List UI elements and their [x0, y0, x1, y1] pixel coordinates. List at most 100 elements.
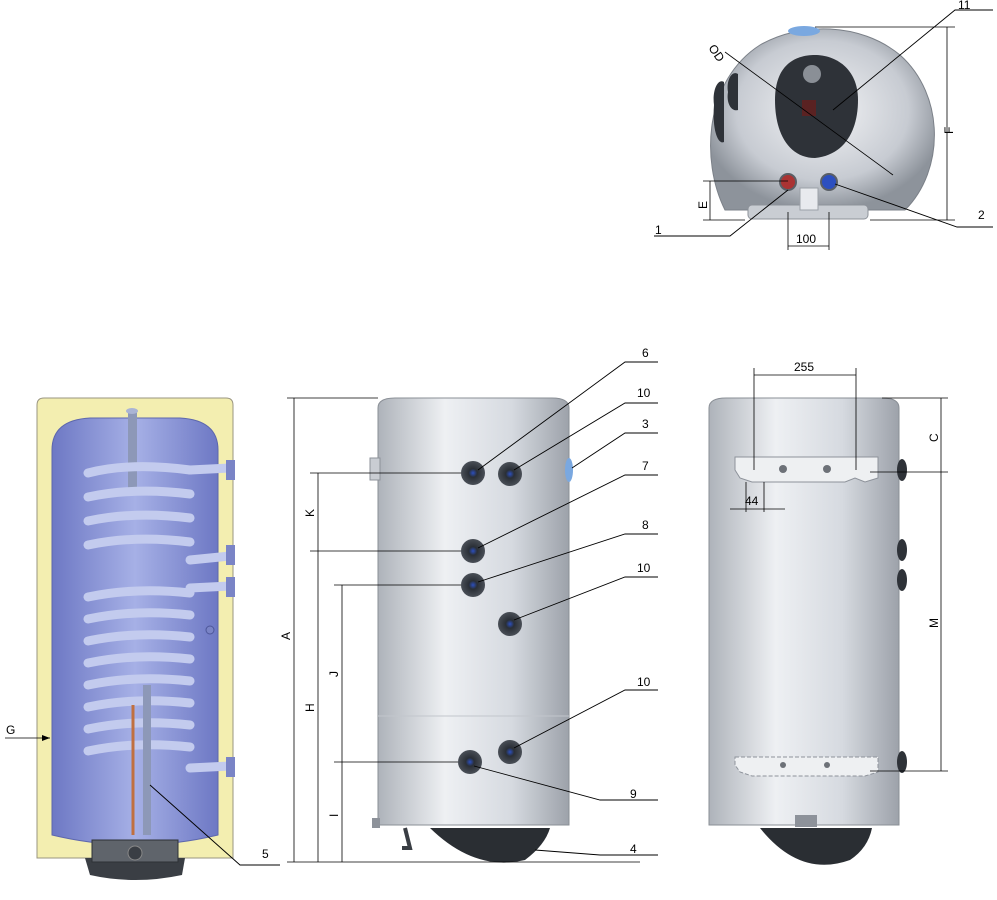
dim-e: E — [696, 201, 710, 209]
callout-11: 11 — [958, 0, 971, 12]
cutaway-view: G 5 — [5, 397, 280, 880]
immersion-tube-top — [128, 410, 137, 490]
top-view-thermostat — [802, 100, 816, 116]
g-arrow — [42, 735, 50, 741]
port-10-lower — [498, 740, 522, 764]
rear-side-port — [897, 751, 907, 773]
lower-wall-bracket — [734, 756, 879, 777]
port-9 — [458, 750, 482, 774]
dim-44: 44 — [745, 494, 759, 508]
callout-1: 1 — [655, 223, 662, 237]
coil-turn — [83, 586, 195, 602]
top-view-top-port — [788, 26, 820, 36]
coil-inlet-pipe — [185, 581, 235, 593]
upper-wall-bracket — [734, 456, 879, 483]
port-6 — [461, 461, 485, 485]
callout-4-leader — [534, 849, 658, 856]
bottom-cap — [430, 828, 550, 863]
port-stub — [226, 757, 235, 777]
dim-k: K — [303, 509, 317, 517]
callout-10c-leader — [513, 689, 658, 749]
callout-7: 7 — [642, 459, 649, 473]
dim-h: H — [303, 703, 317, 712]
side-bracket — [369, 457, 381, 481]
coil-turn — [83, 674, 195, 690]
callout-10b-leader — [513, 576, 658, 621]
port-10-upper — [498, 462, 522, 486]
top-view: 1 2 11 F E 100 OD — [654, 0, 993, 250]
coil-turn — [83, 652, 195, 668]
coil-turn — [83, 630, 195, 646]
coil-inlet-pipe — [185, 463, 235, 475]
upper-coil — [83, 462, 235, 565]
dim-a: A — [279, 632, 293, 640]
lower-coil — [83, 581, 235, 773]
front-view: 6 10 3 7 8 10 10 9 4 A H K J I — [279, 346, 658, 863]
port-stub — [226, 577, 235, 597]
callout-11-leader — [832, 9, 993, 111]
callout-5: 5 — [262, 847, 269, 861]
callout-9-leader — [473, 765, 658, 801]
coil-turn — [83, 486, 195, 502]
od-dim-line — [724, 51, 894, 176]
callout-3: 3 — [642, 417, 649, 431]
rear-side-port — [897, 539, 907, 561]
sensor-pocket — [205, 625, 215, 635]
callout-2-leader — [834, 183, 993, 228]
callout-8: 8 — [642, 518, 649, 532]
callout-1-leader — [654, 189, 789, 237]
callout-5-leader — [149, 784, 280, 866]
coil-turn — [83, 534, 195, 550]
dim-i: I — [327, 814, 341, 817]
callout-7-leader — [477, 474, 658, 549]
bottom-flange — [85, 858, 185, 880]
bracket-hole — [823, 465, 831, 473]
dim-255: 255 — [794, 360, 814, 374]
callout-10-c: 10 — [637, 675, 651, 689]
rear-side-port — [897, 569, 907, 591]
dim-j: J — [327, 671, 341, 677]
drain-valve — [402, 827, 413, 850]
dim-m: M — [927, 618, 941, 628]
callout-10-a: 10 — [637, 386, 651, 400]
dim-g: G — [6, 723, 15, 737]
callout-2: 2 — [978, 208, 985, 222]
coil-turn — [83, 740, 195, 756]
cold-inlet-port — [779, 173, 797, 191]
immersion-tube-cap — [126, 408, 138, 414]
foot-left — [372, 818, 380, 828]
callout-3-leader — [571, 432, 658, 469]
coil-turn — [83, 696, 195, 712]
top-side-port — [565, 458, 573, 482]
callout-6-leader — [477, 361, 658, 471]
dim-f: F — [942, 127, 956, 134]
callout-4: 4 — [630, 842, 637, 856]
hot-outlet-port — [820, 173, 838, 191]
callout-6: 6 — [642, 346, 649, 360]
top-view-side-port — [713, 81, 724, 143]
coil-turn — [83, 718, 195, 734]
heater-tube — [143, 685, 151, 835]
dim-od: OD — [706, 42, 728, 65]
callout-9: 9 — [630, 787, 637, 801]
port-10-mid — [498, 612, 522, 636]
top-view-flange-cover — [775, 55, 858, 158]
port-stub — [226, 545, 235, 565]
bracket-hole — [780, 762, 786, 768]
dim-100: 100 — [796, 232, 816, 246]
rear-fitting — [795, 815, 817, 827]
coil-turn — [83, 510, 195, 526]
callout-10-b: 10 — [637, 561, 651, 575]
bracket-hole — [824, 762, 830, 768]
callout-10a-leader — [513, 402, 658, 471]
bracket-hole — [779, 465, 787, 473]
bottom-cap-rear — [760, 828, 872, 865]
top-view-anode — [803, 65, 821, 83]
top-view-bracket — [799, 187, 819, 211]
port-stub — [226, 460, 235, 480]
coil-turn — [83, 608, 195, 624]
callout-8-leader — [477, 533, 658, 583]
rear-view: 255 44 C M — [708, 360, 948, 865]
flange-bolt — [127, 845, 143, 861]
